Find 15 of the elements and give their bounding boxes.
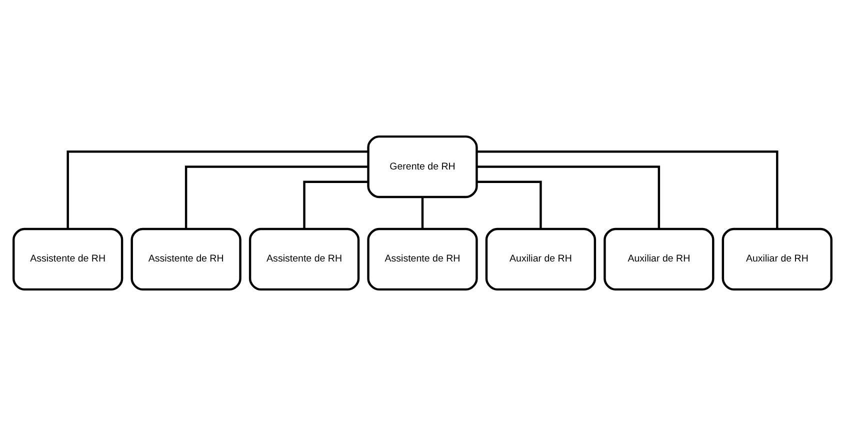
node-box: Auxiliar de RH [485,227,596,290]
node-box: Assistente de RH [130,227,242,290]
connector [421,196,424,228]
node-box: Auxiliar de RH [604,227,714,290]
connector [303,180,368,228]
connector [184,165,368,228]
node-box: Assistente de RH [12,227,124,290]
node-box: Auxiliar de RH [722,227,832,290]
node-box: Gerente de RH [367,134,478,198]
node-box: Assistente de RH [367,227,478,290]
node-box: Assistente de RH [248,227,360,290]
connector [476,165,660,228]
connector [476,150,778,228]
connector [476,180,542,228]
connector [66,150,368,228]
